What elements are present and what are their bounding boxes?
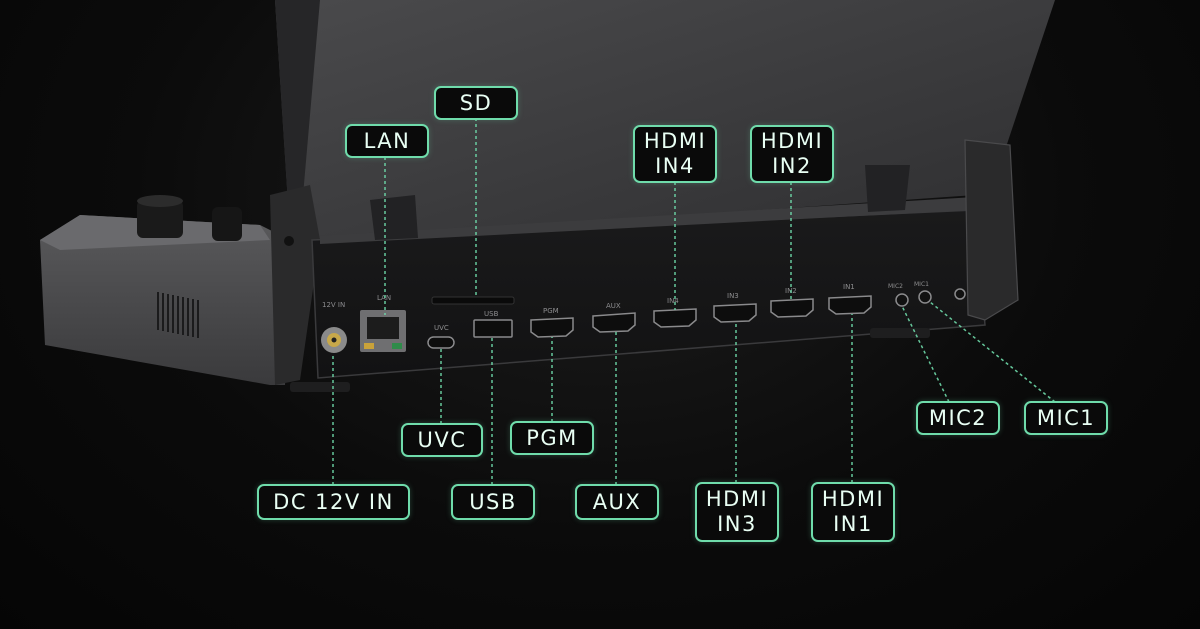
- port-in4: [653, 308, 697, 328]
- leader-lines: [332, 118, 1056, 485]
- port-mic1: [918, 290, 932, 304]
- print-pgm: PGM: [543, 307, 559, 315]
- print-usb: USB: [484, 310, 499, 318]
- callout-aux: AUX: [575, 484, 659, 520]
- callout-hdmi-in3: HDMI IN3: [695, 482, 779, 542]
- callout-mic1: MIC1: [1024, 401, 1108, 435]
- callout-uvc: UVC: [401, 423, 483, 457]
- port-sd: [431, 296, 515, 305]
- port-in2: [770, 298, 814, 318]
- callout-hdmi-in4: HDMI IN4: [633, 125, 717, 183]
- callout-lan: LAN: [345, 124, 429, 158]
- print-in4: IN4: [667, 297, 679, 305]
- print-uvc: UVC: [434, 324, 449, 332]
- callout-mic2: MIC2: [916, 401, 1000, 435]
- print-dc: 12V IN: [322, 301, 345, 309]
- callout-hdmi-in2: HDMI IN2: [750, 125, 834, 183]
- port-in3: [713, 303, 757, 323]
- port-usb: [473, 319, 513, 338]
- port-pgm: [530, 317, 574, 338]
- callout-pgm: PGM: [510, 421, 594, 455]
- print-lan: LAN: [377, 294, 391, 302]
- port-mic2: [895, 293, 909, 307]
- port-uvc: [427, 336, 455, 349]
- print-aux: AUX: [606, 302, 621, 310]
- port-dc: [321, 327, 347, 353]
- knob: [137, 200, 183, 238]
- left-body: [40, 215, 290, 385]
- print-mic2: MIC2: [888, 283, 903, 290]
- port-aux: [592, 312, 636, 333]
- lid: [275, 0, 1055, 240]
- callout-usb: USB: [451, 484, 535, 520]
- print-mic1: MIC1: [914, 281, 929, 288]
- callout-hdmi-in1: HDMI IN1: [811, 482, 895, 542]
- port-in1: [828, 295, 872, 315]
- vent-grille: [157, 292, 199, 338]
- callout-dc-12v-in: DC 12V IN: [257, 484, 410, 520]
- port-headphone: [954, 288, 966, 300]
- callout-sd: SD: [434, 86, 518, 120]
- print-in1: IN1: [843, 283, 855, 291]
- port-lan: [360, 310, 406, 352]
- print-in3: IN3: [727, 292, 739, 300]
